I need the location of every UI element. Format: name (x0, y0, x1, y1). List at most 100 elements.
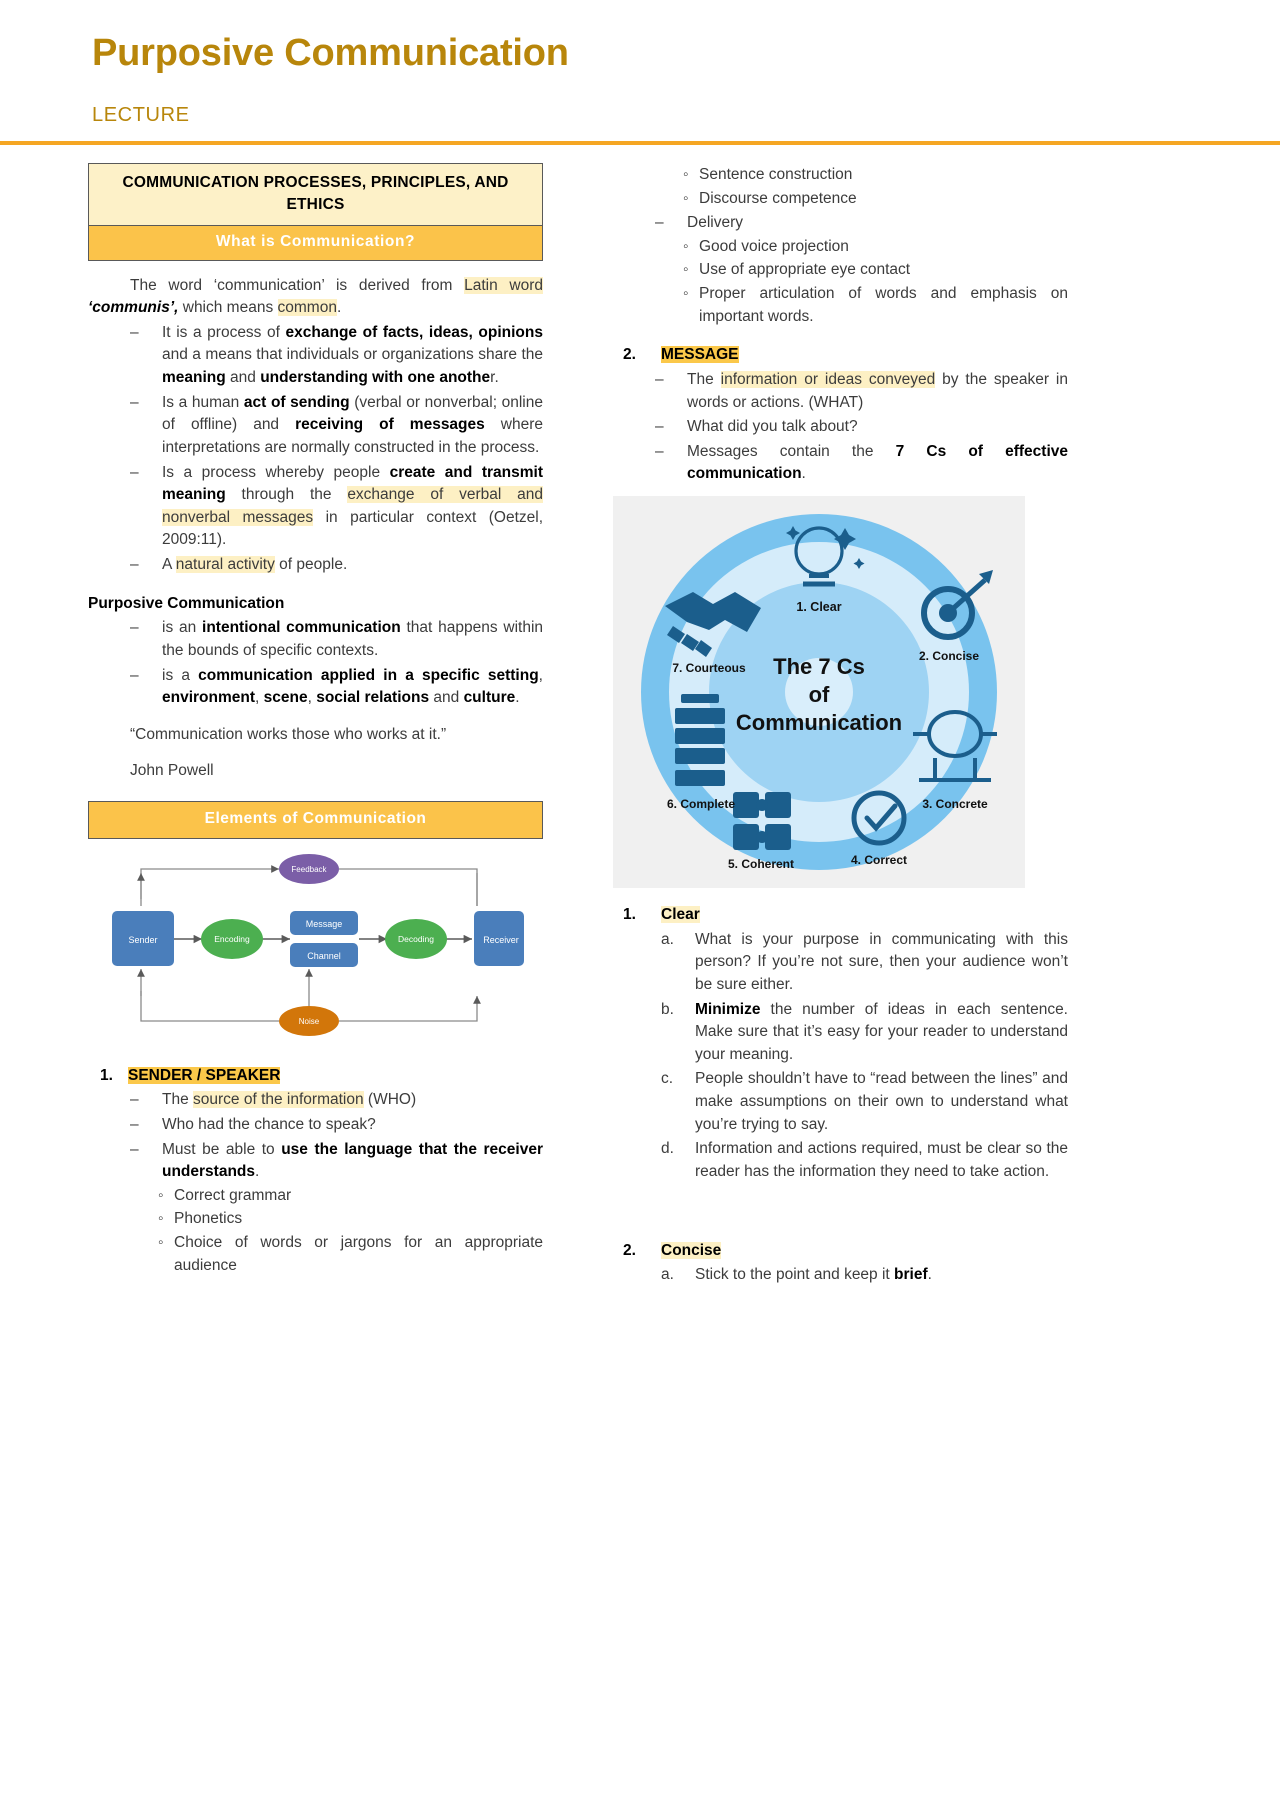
cement-mixer-icon (913, 710, 997, 783)
sender-sub-bullet-list: Correct grammarPhoneticsChoice of words … (88, 1185, 543, 1278)
intro-lead: The word ‘communication’ is derived from (130, 276, 465, 294)
text-run: through the (225, 486, 348, 504)
item-body: People shouldn’t have to “read between t… (695, 1068, 1068, 1136)
list-item: Sentence construction (613, 164, 1068, 187)
item-letter: a. (661, 930, 674, 948)
flow-node-feedback (279, 853, 339, 884)
spacer (613, 1184, 1068, 1224)
text-run: Messages contain the (687, 442, 896, 460)
crystal-ball-sparkles (786, 526, 865, 570)
text-run: , (538, 666, 543, 684)
list-item: a. What is your purpose in communicating … (661, 929, 1068, 997)
text-run: act of sending (243, 393, 350, 411)
seven-cs-label-6: 6. Complete (667, 797, 735, 811)
text-run: use the language that the receiver under… (162, 1140, 543, 1181)
intro-tail: . (336, 299, 342, 317)
text-run: What did you talk about? (687, 418, 858, 436)
list-item: It is a process of exchange of facts, id… (88, 322, 543, 390)
message-title: MESSAGE (661, 346, 739, 364)
list-item-sender: 1. SENDER / SPEAKER (88, 1065, 543, 1088)
clear-number: 1. (623, 906, 636, 924)
text-run: social relations (316, 689, 430, 707)
flow-label-feedback: Feedback (291, 865, 327, 874)
list-item-concise: 2. Concise (613, 1240, 1068, 1263)
text-run: is an (162, 619, 203, 637)
page-header: Purposive Communication LECTURE (0, 0, 1280, 127)
text-run: understanding with one anothe (260, 369, 491, 387)
list-item: Who had the chance to speak? (88, 1114, 543, 1137)
delivery-label: Delivery (687, 214, 743, 232)
list-item: d. Information and actions required, must… (661, 1138, 1068, 1183)
list-item: Must be able to use the language that th… (88, 1139, 543, 1184)
text-run: create and transmit meaning (162, 463, 543, 504)
item-letter: a. (661, 1266, 674, 1284)
list-item: What did you talk about? (613, 416, 1068, 439)
message-number: 2. (623, 346, 636, 364)
target-icon (921, 570, 993, 641)
purposive-communication-heading: Purposive Communication (88, 594, 285, 612)
list-item-clear: 1. Clear (613, 904, 1068, 927)
flow-label-receiver: Receiver (483, 935, 519, 945)
text-run: Stick to the point and keep it (695, 1266, 895, 1284)
item-letter: c. (661, 1070, 674, 1088)
text-run: intentional communication (202, 619, 401, 637)
flow-label-encoding: Encoding (214, 934, 250, 944)
item-body: Minimize the number of ideas in each sen… (695, 999, 1068, 1067)
text-run: It is a process of (162, 323, 286, 341)
text-run: The (162, 1091, 194, 1109)
text-run: communication applied in a specific sett… (198, 666, 539, 684)
seven-cs-center-line2: of (809, 682, 830, 707)
seven-cs-label-3: 3. Concrete (922, 797, 988, 811)
list-item: Messages contain the 7 Cs of effective c… (613, 441, 1068, 486)
text-run: of people. (274, 556, 348, 574)
text-run: . (515, 689, 520, 707)
purposive-bullet-list: is an intentional communication that hap… (88, 617, 543, 710)
flow-node-receiver (474, 910, 524, 966)
subsection-banner-what-is-communication: What is Communication? (88, 225, 543, 261)
text-run: information or ideas conveyed (720, 370, 936, 388)
text-run: that happens within the bounds of specif… (162, 619, 544, 659)
list-item: Is a human act of sending (verbal or non… (88, 392, 543, 460)
flow-node-decoding (385, 918, 447, 959)
sender-bullet-list: The source of the information (WHO)Who h… (88, 1089, 543, 1184)
text-run: exchange of facts, ideas, opinions (285, 323, 543, 341)
communication-process-diagram: Sender Encoding Message Channel Decoding… (94, 851, 524, 1051)
definition-bullet-list: It is a process of exchange of facts, id… (88, 322, 543, 577)
text-run: culture (463, 689, 516, 707)
list-item: Phonetics (88, 1208, 543, 1231)
puzzle-icon (733, 792, 791, 851)
text-run: r. (490, 369, 499, 387)
text-run: and (225, 369, 261, 387)
text-run: Minimize (695, 1000, 761, 1018)
flow-diagram-svg: Sender Encoding Message Channel Decoding… (112, 853, 524, 1036)
seven-cs-label-4: 4. Correct (851, 853, 907, 867)
text-run: source of the information (193, 1091, 364, 1109)
intro-mid: which means (178, 299, 278, 317)
list-item: The source of the information (WHO) (88, 1089, 543, 1112)
page-title: Purposive Communication (92, 32, 569, 74)
intro-highlight-latin: Latin word (464, 276, 544, 294)
list-item: c. People shouldn’t have to “read between… (661, 1068, 1068, 1136)
list-item: is a communication applied in a specific… (88, 665, 543, 710)
item-body: Stick to the point and keep it brief. (695, 1264, 1068, 1287)
seven-cs-label-1: 1. Clear (796, 600, 841, 614)
flow-node-encoding (201, 918, 263, 959)
item-body: Information and actions required, must b… (695, 1138, 1068, 1183)
concise-title: Concise (661, 1241, 722, 1259)
text-run: People shouldn’t have to “read between t… (695, 1070, 1068, 1133)
list-item-delivery: Delivery (613, 212, 1068, 235)
quote-text: “Communication works those who works at … (130, 725, 447, 743)
seven-cs-diagram: The 7 Cs of Communication 1. Clear (613, 496, 1025, 889)
flow-label-decoding: Decoding (398, 934, 434, 944)
seven-cs-center-line3: Communication (736, 710, 902, 735)
intro-paragraph: The word ‘communication’ is derived from… (88, 275, 544, 320)
item-letter: b. (661, 1000, 674, 1018)
text-run: Must be able to (162, 1140, 282, 1158)
two-column-body: COMMUNICATION PROCESSES, PRINCIPLES, AND… (0, 145, 1280, 1287)
item-letter: d. (661, 1140, 674, 1158)
text-run: Is a human (162, 393, 244, 411)
list-item: b. Minimize the number of ideas in each s… (661, 999, 1068, 1067)
text-run: Information and actions required, must b… (695, 1140, 1068, 1180)
intro-highlight-common: common (277, 299, 337, 317)
text-run: What is your purpose in communicating wi… (695, 930, 1068, 993)
